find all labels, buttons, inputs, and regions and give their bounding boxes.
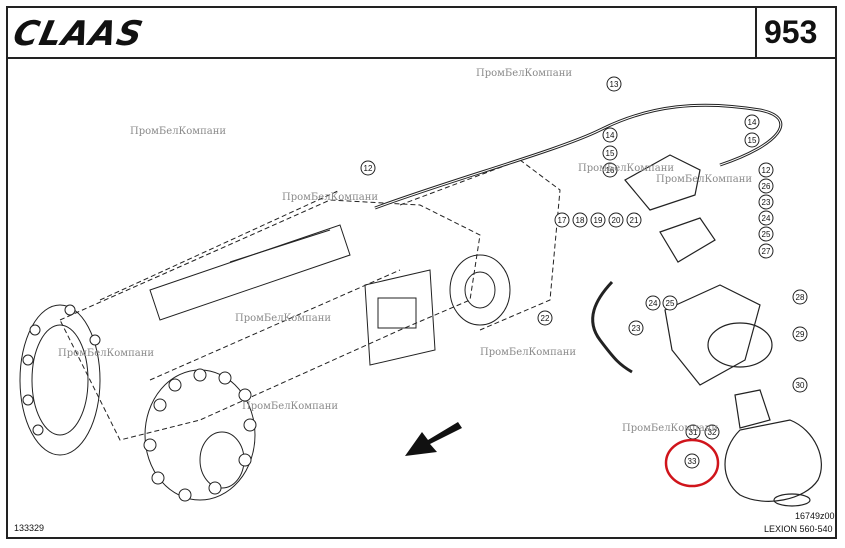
svg-text:15: 15	[748, 136, 757, 145]
callout-21: 21	[626, 212, 642, 228]
svg-text:23: 23	[762, 198, 771, 207]
callout-33: 33	[684, 453, 700, 469]
hydraulic-line	[374, 103, 783, 210]
callout-14-right: 14	[744, 114, 760, 130]
callout-17: 17	[554, 212, 570, 228]
callout-15-right: 15	[744, 132, 760, 148]
page-number: 953	[764, 14, 818, 50]
svg-text:24: 24	[649, 299, 658, 308]
watermark: ПромБелКомпани	[282, 192, 379, 203]
svg-text:13: 13	[610, 80, 619, 89]
svg-text:31: 31	[689, 428, 698, 437]
callout-26: 26	[758, 178, 774, 194]
svg-text:20: 20	[612, 216, 621, 225]
callout-30: 30	[792, 377, 808, 393]
callout-23-lower: 23	[628, 320, 644, 336]
callout-16: 16	[602, 162, 618, 178]
watermark: ПромБелКомпани	[242, 401, 339, 412]
highlight-circle	[664, 438, 720, 488]
wheel-bolts	[22, 304, 257, 502]
svg-text:12: 12	[762, 166, 771, 175]
svg-text:26: 26	[762, 182, 771, 191]
svg-text:23: 23	[632, 324, 641, 333]
svg-text:24: 24	[762, 214, 771, 223]
svg-text:30: 30	[796, 381, 805, 390]
callout-29: 29	[792, 326, 808, 342]
watermark: ПромБелКомпани	[578, 163, 675, 174]
figure-code: 16749z00	[795, 511, 835, 521]
watermark: ПромБелКомпани	[58, 348, 155, 359]
svg-text:21: 21	[630, 216, 639, 225]
callout-14-left: 14	[602, 127, 618, 143]
svg-text:12: 12	[364, 164, 373, 173]
callout-28: 28	[792, 289, 808, 305]
travel-direction-arrow	[405, 422, 462, 456]
callout-bubbles: 12 12 13 14 14 15 15 16 17 18 19 20 21 2…	[360, 76, 808, 469]
callout-23-right: 23	[758, 194, 774, 210]
header-divider	[6, 57, 837, 59]
sheet-border	[6, 6, 837, 539]
svg-text:28: 28	[796, 293, 805, 302]
watermark: ПромБелКомпани	[622, 423, 719, 434]
callout-18: 18	[572, 212, 588, 228]
callout-13: 13	[606, 76, 622, 92]
hose-22	[591, 280, 633, 374]
watermark: ПромБелКомпани	[476, 68, 573, 79]
watermark: ПромБелКомпани	[480, 347, 577, 358]
watermark: ПромБелКомпани	[130, 126, 227, 137]
callout-25-right: 25	[758, 226, 774, 242]
svg-text:14: 14	[748, 118, 757, 127]
callout-12-right: 12	[758, 162, 774, 178]
callout-12-left: 12	[360, 160, 376, 176]
callout-19: 19	[590, 212, 606, 228]
header-separator	[755, 6, 757, 57]
watermark: ПромБелКомпани	[235, 313, 332, 324]
svg-text:14: 14	[606, 131, 615, 140]
svg-text:33: 33	[688, 457, 697, 466]
drawing-number: 133329	[14, 523, 45, 533]
callout-25-lower: 25	[662, 295, 678, 311]
svg-text:29: 29	[796, 330, 805, 339]
callout-24-right: 24	[758, 210, 774, 226]
callout-32: 32	[704, 424, 720, 440]
svg-text:17: 17	[558, 216, 567, 225]
callout-24-lower: 24	[645, 295, 661, 311]
svg-text:25: 25	[762, 230, 771, 239]
callout-27: 27	[758, 243, 774, 259]
accumulator-assembly	[624, 154, 822, 507]
callout-20: 20	[608, 212, 624, 228]
callout-22: 22	[537, 310, 553, 326]
svg-text:15: 15	[606, 149, 615, 158]
svg-text:16: 16	[606, 166, 615, 175]
svg-text:19: 19	[594, 216, 603, 225]
model-label: LEXION 560-540	[764, 524, 833, 534]
svg-text:22: 22	[541, 314, 550, 323]
svg-text:25: 25	[666, 299, 675, 308]
svg-text:18: 18	[576, 216, 585, 225]
axle-assembly	[19, 159, 561, 501]
callout-15-left: 15	[602, 145, 618, 161]
watermark: ПромБелКомпани	[656, 174, 753, 185]
svg-text:32: 32	[708, 428, 717, 437]
svg-text:27: 27	[762, 247, 771, 256]
